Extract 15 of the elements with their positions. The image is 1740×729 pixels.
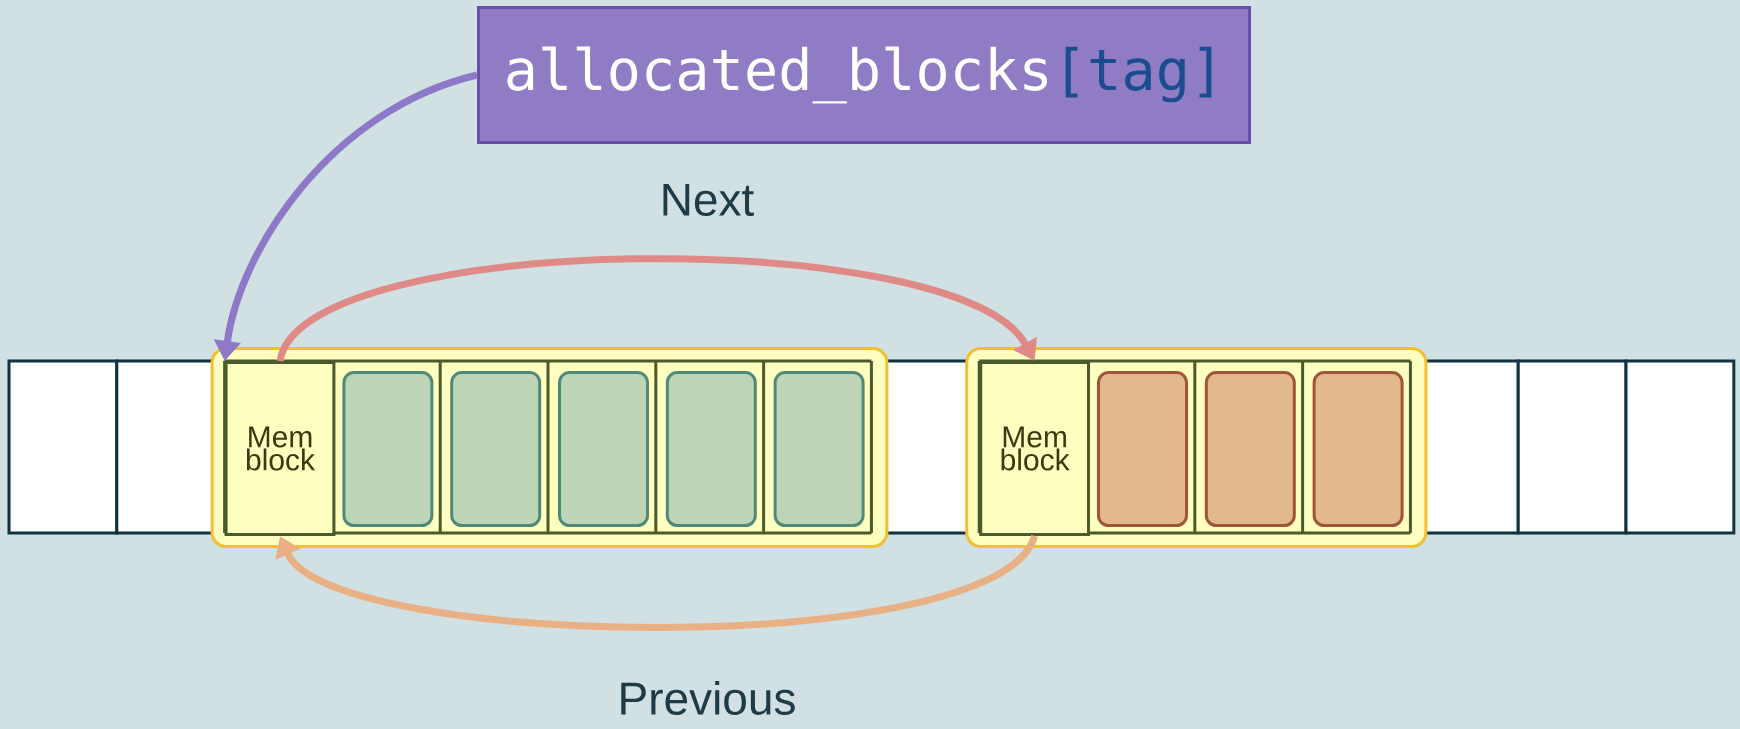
edge-label: Previous (615, 679, 799, 717)
data-box (450, 371, 542, 527)
data-box (1204, 371, 1296, 527)
data-box (342, 371, 434, 527)
data-box (1097, 371, 1188, 527)
edge-label: Next (657, 181, 757, 219)
data-box (1312, 371, 1404, 527)
data-box (665, 371, 757, 527)
arrow (277, 255, 1038, 363)
arrow (275, 533, 1038, 631)
header-cell: Mem block (979, 361, 1090, 536)
header-cell: Mem block (224, 361, 336, 536)
data-box (773, 371, 865, 527)
data-box (558, 371, 649, 527)
code-box: allocated_blocks [tag] (477, 6, 1251, 144)
